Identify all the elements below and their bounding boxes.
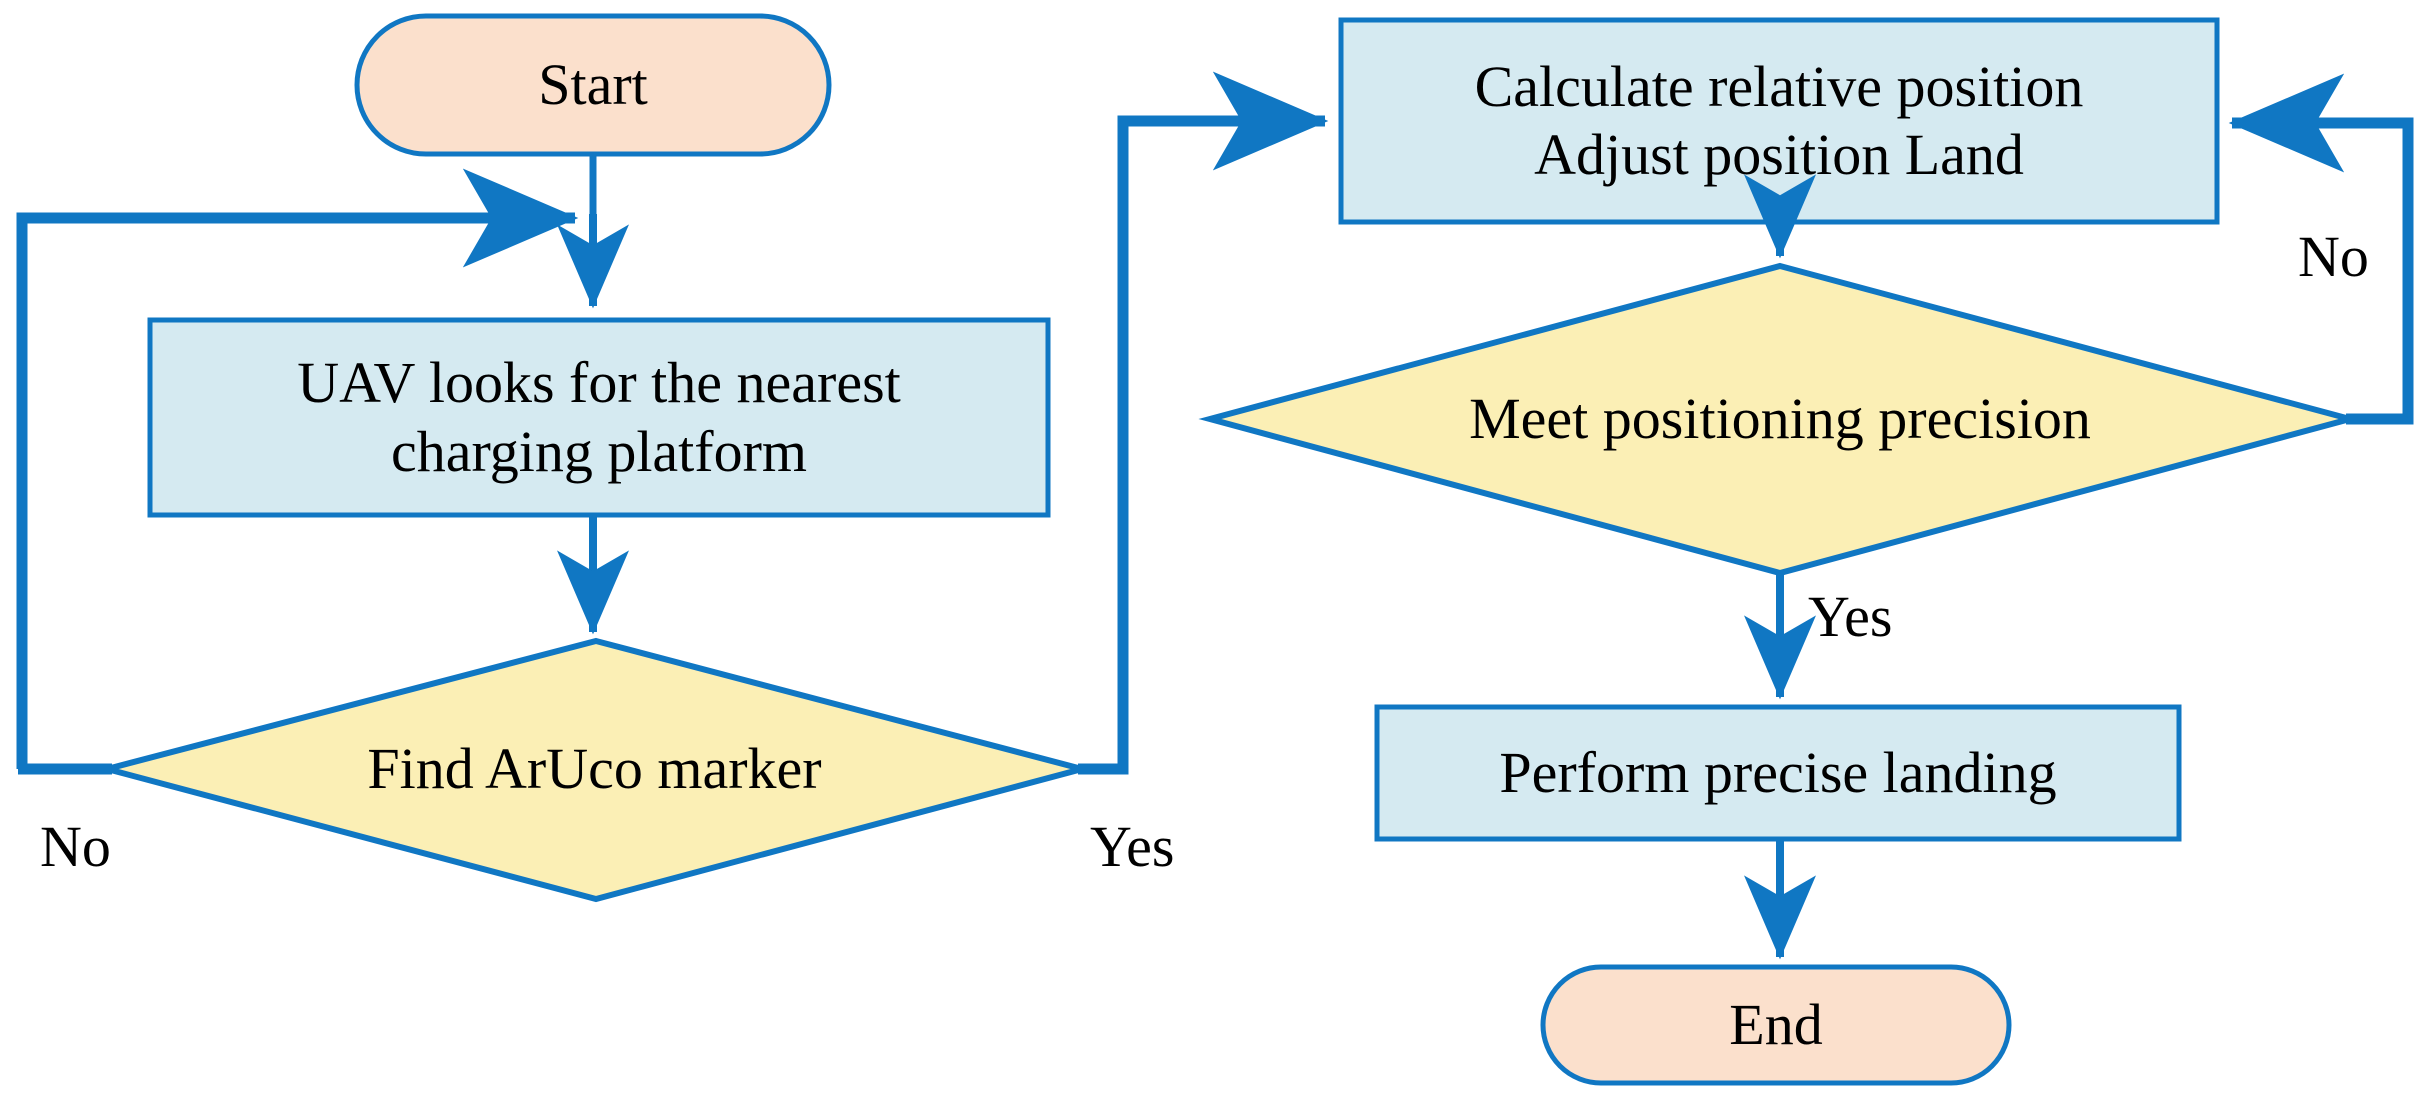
edge-find-marker-no-loop [16, 168, 579, 769]
node-end-shape [1540, 964, 2012, 1086]
node-calculate-position-shape [1338, 17, 2220, 225]
edge-label-meet-precision-no: No [2298, 224, 2369, 289]
edge-find-marker-yes [1078, 71, 1329, 775]
edge-meet-precision-no-loop [2228, 73, 2414, 425]
node-uav-search-shape [147, 317, 1051, 518]
edge-label-meet-precision-yes: Yes [1808, 584, 1893, 649]
edge-label-find-marker-yes: Yes [1090, 814, 1175, 879]
node-perform-landing-shape [1374, 704, 2182, 842]
edge-label-find-marker-no: No [40, 814, 111, 879]
node-find-marker-shape [95, 637, 1094, 903]
node-start-shape [354, 13, 832, 157]
node-meet-precision-shape [1198, 262, 2362, 577]
